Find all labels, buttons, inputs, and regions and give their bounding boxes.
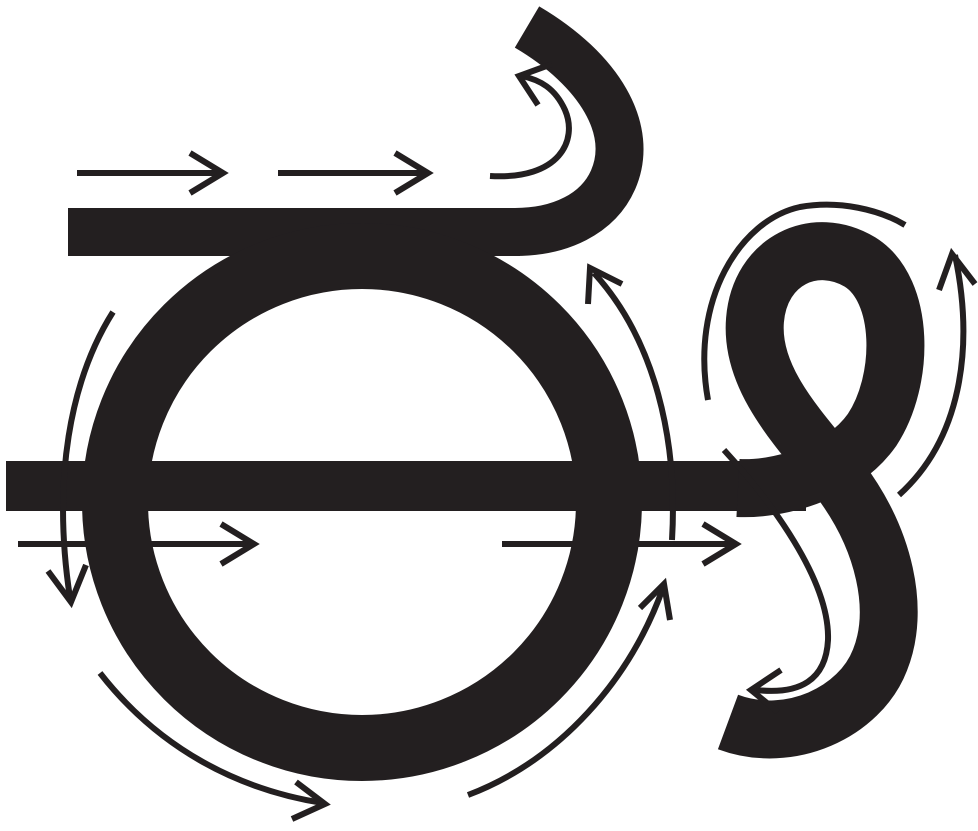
arrow-top-bar-1: [77, 153, 223, 193]
arrow-top-bar-2: [278, 153, 428, 193]
arrow-top-hook: [490, 64, 569, 176]
middle-bar-stroke: [6, 461, 806, 511]
right-loop-stroke: [728, 251, 895, 729]
glyph-strokes: [6, 27, 895, 748]
